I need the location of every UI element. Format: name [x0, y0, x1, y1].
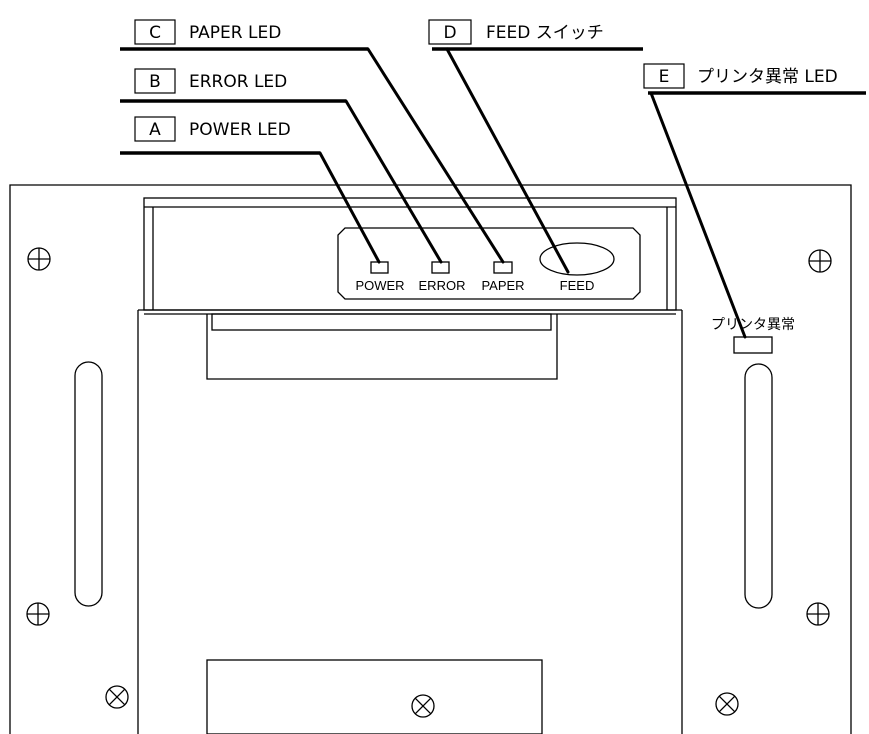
screw-cross-left	[105, 685, 129, 709]
callout-letter-d: D	[443, 23, 456, 43]
paper-slot-tab	[211, 313, 552, 331]
callout-text-b: ERROR LED	[189, 72, 287, 92]
feed-switch	[539, 242, 615, 276]
printer-body	[137, 309, 683, 734]
screw-cross-right	[715, 692, 739, 716]
callout-box-a	[134, 116, 176, 142]
callout-text-a: POWER LED	[189, 120, 291, 140]
leader-line-d	[445, 47, 570, 274]
callout-box-e	[643, 63, 685, 89]
control-panel	[337, 227, 641, 300]
printer-error-led	[733, 336, 773, 354]
paper-led	[493, 261, 513, 274]
panel-label-power: POWER	[355, 278, 404, 293]
callout-text-d: FEED スイッチ	[486, 23, 604, 43]
callout-text-c: PAPER LED	[189, 23, 281, 43]
outer-panel	[9, 184, 852, 734]
printer-top-cover	[143, 197, 677, 311]
right-slot	[744, 363, 773, 609]
power-led	[370, 261, 389, 274]
callout-box-d	[428, 19, 472, 45]
callout-letter-c: C	[149, 23, 161, 43]
leader-line-b	[344, 99, 443, 264]
callout-text-e: プリンタ異常 LED	[697, 67, 838, 87]
callout-letter-e: E	[659, 67, 670, 87]
callout-letter-a: A	[149, 120, 161, 140]
screw-top-right	[808, 249, 832, 273]
panel-label-paper: PAPER	[481, 278, 524, 293]
callout-letter-b: B	[149, 72, 161, 92]
screw-cross-middle	[411, 694, 435, 718]
leader-line-e	[649, 91, 747, 339]
callout-box-b	[134, 68, 176, 94]
screw-bottom-right	[806, 602, 830, 626]
panel-label-error: ERROR	[419, 278, 466, 293]
left-slot	[74, 361, 103, 607]
paper-exit-frame	[206, 314, 558, 380]
error-led	[431, 261, 450, 274]
panel-label-feed: FEED	[560, 278, 595, 293]
leader-line-a	[318, 151, 381, 264]
leader-line-c	[366, 47, 505, 264]
printer-error-label: プリンタ異常	[711, 317, 795, 333]
callout-box-c	[134, 19, 176, 45]
screw-bottom-left	[26, 602, 50, 626]
bottom-tab	[206, 659, 543, 734]
screw-top-left	[27, 247, 51, 271]
